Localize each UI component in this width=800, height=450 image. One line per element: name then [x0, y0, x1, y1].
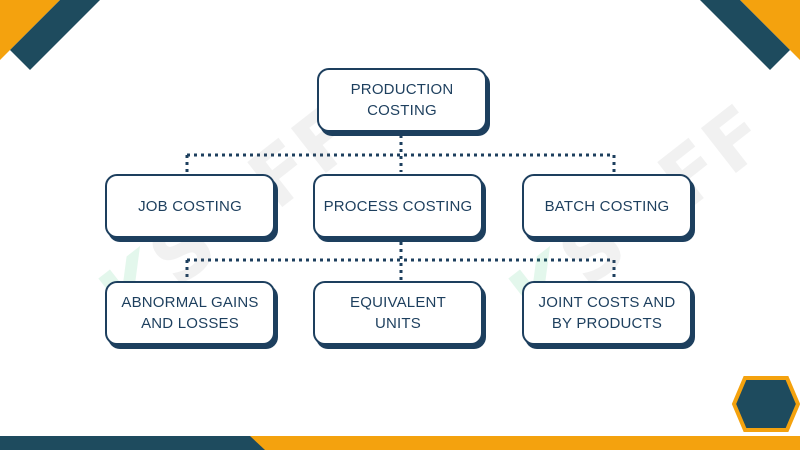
- connectors: [185, 135, 616, 281]
- node-batch-costing: BATCH COSTING: [522, 174, 692, 238]
- node-abnormal-gains-and-losses: ABNORMAL GAINS AND LOSSES: [105, 281, 275, 345]
- node-process-costing: PROCESS COSTING: [313, 174, 483, 238]
- hexagon-icon: [731, 376, 800, 432]
- node-joint-costs-and-by-products: JOINT COSTS AND BY PRODUCTS: [522, 281, 692, 345]
- node-job-costing: JOB COSTING: [105, 174, 275, 238]
- node-equivalent-units: EQUIVALENT UNITS: [313, 281, 483, 345]
- corner-orange-stripe-top-right: [760, 0, 800, 60]
- corner-teal-top-right: [700, 0, 790, 70]
- corner-teal-top-left: [10, 0, 100, 70]
- node-production-costing: PRODUCTION COSTING: [317, 68, 487, 132]
- footer-bar-teal: [0, 436, 265, 450]
